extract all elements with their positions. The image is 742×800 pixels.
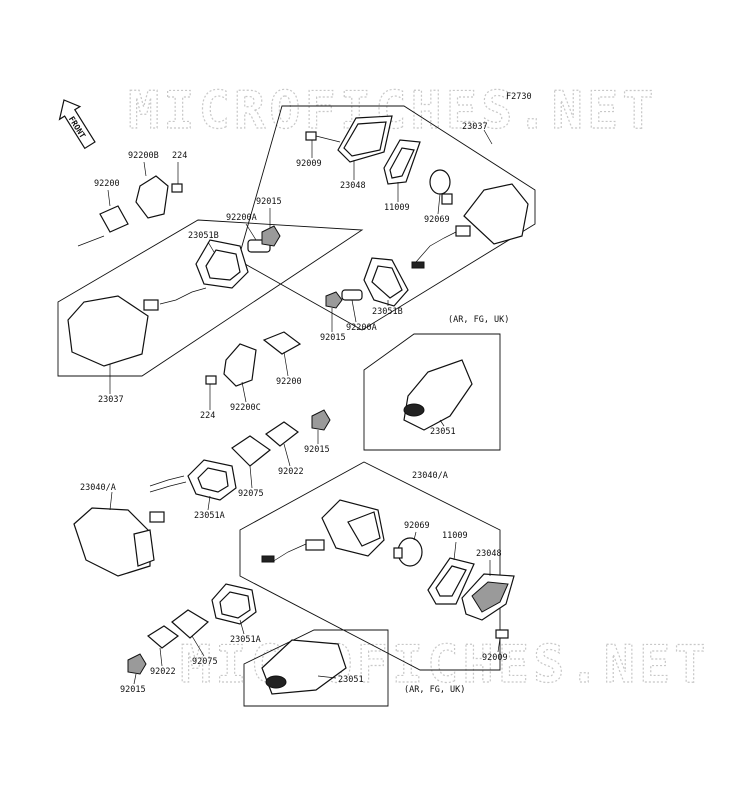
part-23051A-grommet-mid xyxy=(187,459,237,501)
box-front-right-assembly xyxy=(239,461,501,671)
label-23051B-left: 23051B xyxy=(188,231,219,241)
part-92009-screw-bottom xyxy=(495,629,509,639)
leader-lines xyxy=(107,129,501,685)
label-92009-bottom: 92009 xyxy=(482,653,508,663)
label-92200B: 92200B xyxy=(128,151,159,161)
label-92075-mid: 92075 xyxy=(238,489,264,499)
part-92069-bulb-bottom xyxy=(393,537,423,567)
front-arrow-icon: FRONT xyxy=(58,99,96,150)
figure-code: F2730 xyxy=(506,92,532,102)
part-92015-nut-top-right xyxy=(325,291,343,309)
label-92015-c: 92015 xyxy=(304,445,330,455)
part-92009-screw-top xyxy=(305,131,341,143)
label-23051B-right: 23051B xyxy=(372,307,403,317)
part-23051-housing-bottom xyxy=(261,639,347,695)
part-92015-nut-bottom xyxy=(127,653,147,675)
part-92200C-bracket xyxy=(223,343,257,387)
label-92200C: 92200C xyxy=(230,403,261,413)
part-23051-housing-top xyxy=(403,359,473,431)
part-92015-nut-left xyxy=(261,225,281,247)
label-92200-mid: 92200 xyxy=(276,377,302,387)
label-92200A-right: 92200A xyxy=(346,323,377,333)
part-92200B-bracket xyxy=(135,175,169,219)
label-11009-bottom: 11009 xyxy=(442,531,468,541)
label-23051-top: 23051 xyxy=(430,427,456,437)
part-224-bolt-mid xyxy=(205,375,217,385)
label-11009-top: 11009 xyxy=(384,203,410,213)
label-92200A-left: 92200A xyxy=(226,213,257,223)
part-23037-turn-signal-top xyxy=(411,183,529,269)
part-23037-turn-signal-left xyxy=(67,287,207,367)
part-23040A-turn-signal-right xyxy=(261,499,385,563)
part-11009-gasket-bottom xyxy=(427,557,475,605)
label-ar-fg-uk-bottom: (AR, FG, UK) xyxy=(404,685,465,695)
part-92022-washer-bottom xyxy=(146,625,180,649)
part-23048-lens-bottom xyxy=(461,573,515,621)
part-92075-rubber-mid xyxy=(231,435,272,467)
label-23048-top: 23048 xyxy=(340,181,366,191)
label-23037-left: 23037 xyxy=(98,395,124,405)
label-23051A-bottom: 23051A xyxy=(230,635,261,645)
label-92075-bottom: 92075 xyxy=(192,657,218,667)
label-224-mid: 224 xyxy=(200,411,215,421)
part-224-bolt-top xyxy=(171,183,183,193)
label-23051-bottom: 23051 xyxy=(338,675,364,685)
label-92022-bottom: 92022 xyxy=(150,667,176,677)
box-option-ar-fg-uk-top xyxy=(363,333,501,451)
part-92200A-plate-right xyxy=(341,289,363,301)
label-23040A-right: 23040/A xyxy=(412,471,448,481)
label-92015-a: 92015 xyxy=(256,197,282,207)
part-92075-rubber-bottom xyxy=(171,609,210,639)
label-92069-top: 92069 xyxy=(424,215,450,225)
part-92022-washer-mid xyxy=(265,421,300,447)
label-224-top: 224 xyxy=(172,151,187,161)
box-option-ar-fg-uk-bottom xyxy=(243,629,389,707)
label-ar-fg-uk-top: (AR, FG, UK) xyxy=(448,315,509,325)
part-92015-nut-mid xyxy=(311,409,331,431)
label-92009-top: 92009 xyxy=(296,159,322,169)
part-23040A-turn-signal-left xyxy=(73,475,187,577)
label-92069-bottom: 92069 xyxy=(404,521,430,531)
part-23051B-grommet-left xyxy=(195,239,249,289)
part-23051A-grommet-bottom xyxy=(211,583,257,625)
label-92015-d: 92015 xyxy=(120,685,146,695)
label-92022-mid: 92022 xyxy=(278,467,304,477)
label-92200-left: 92200 xyxy=(94,179,120,189)
part-23051B-grommet-right xyxy=(363,257,409,307)
part-92200-plate-mid xyxy=(262,331,302,355)
label-23040A-left: 23040/A xyxy=(80,483,116,493)
label-23048-bottom: 23048 xyxy=(476,549,502,559)
part-92069-bulb-top xyxy=(429,169,453,205)
label-92015-b: 92015 xyxy=(320,333,346,343)
label-23051A-mid: 23051A xyxy=(194,511,225,521)
part-11009-gasket-top xyxy=(383,139,421,185)
part-23048-lens-top xyxy=(337,115,393,163)
watermark-top: MICROFICHES.NET xyxy=(128,81,658,141)
part-92200-plate-left xyxy=(77,205,129,247)
label-23037-top: 23037 xyxy=(462,122,488,132)
box-rear-left-assembly xyxy=(57,219,364,377)
